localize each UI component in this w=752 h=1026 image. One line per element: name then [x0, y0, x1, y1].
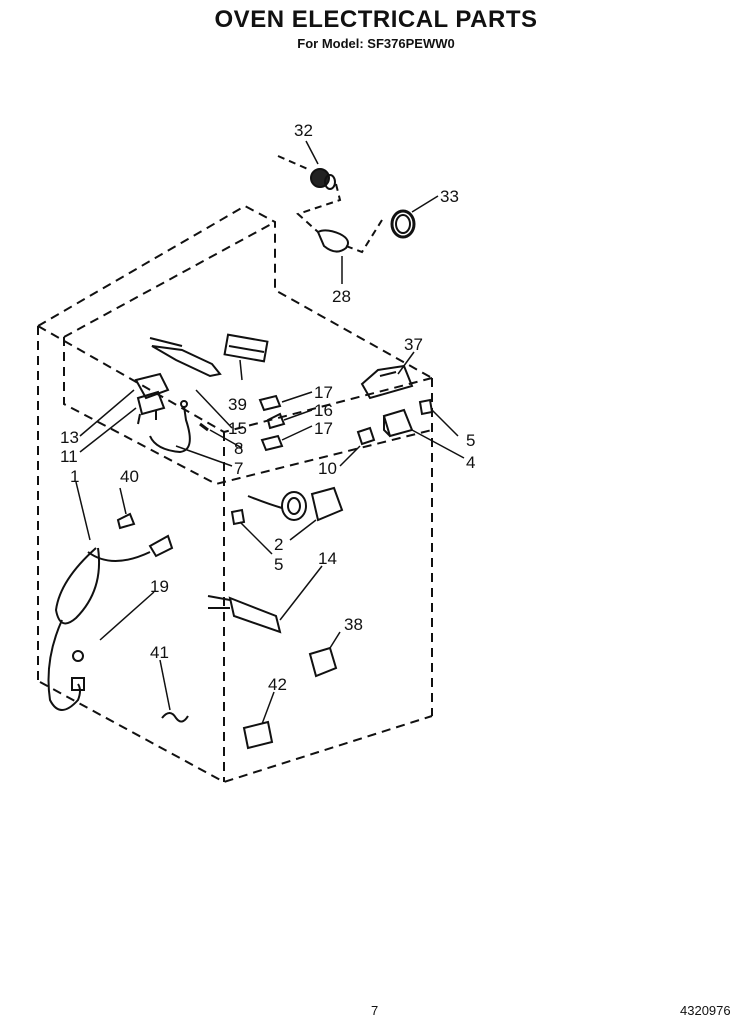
callout-39: 39: [228, 395, 247, 414]
callout-2: 2: [274, 535, 283, 554]
callout-1: 1: [70, 467, 79, 486]
callout-19: 19: [150, 577, 169, 596]
callout-8: 8: [234, 439, 243, 458]
callout-13: 13: [60, 428, 79, 447]
callout-17-top: 17: [314, 383, 333, 402]
callout-32: 32: [294, 121, 313, 140]
callout-15: 15: [228, 419, 247, 438]
wiring-harness-1: [47, 512, 189, 723]
callout-40: 40: [120, 467, 139, 486]
callout-38: 38: [344, 615, 363, 634]
callout-7: 7: [234, 459, 243, 478]
callout-labels: 32 33 28 37 39 17 16 17 13 11 15 8 7 10 …: [60, 121, 475, 694]
page-title: OVEN ELECTRICAL PARTS: [214, 6, 538, 33]
callout-33: 33: [440, 187, 459, 206]
cabinet-outline: [37, 204, 433, 784]
leader-lines: [75, 140, 465, 725]
callout-28: 28: [332, 287, 351, 306]
cover-37: [360, 364, 414, 400]
parts-14-38-42: [207, 595, 338, 750]
callout-42: 42: [268, 675, 287, 694]
callout-16: 16: [314, 401, 333, 420]
clips-16-17: [258, 394, 286, 452]
thermostat-2: [247, 486, 344, 522]
callout-5-right: 5: [466, 431, 475, 450]
callout-17-bottom: 17: [314, 419, 333, 438]
oven-light-assembly: [277, 155, 416, 254]
page-number: 7: [371, 1003, 379, 1018]
callout-37: 37: [404, 335, 423, 354]
bracket-switch-13-11: [134, 372, 209, 454]
callout-11: 11: [60, 447, 78, 466]
callout-4: 4: [466, 453, 475, 472]
model-subtitle: For Model: SF376PEWW0: [297, 36, 455, 51]
sensor-assembly-15-39: [149, 333, 269, 378]
callout-5-left: 5: [274, 555, 283, 574]
callout-14: 14: [318, 549, 337, 568]
document-number: 4320976: [680, 1003, 731, 1018]
callout-41: 41: [150, 643, 169, 662]
callout-10: 10: [318, 459, 337, 478]
